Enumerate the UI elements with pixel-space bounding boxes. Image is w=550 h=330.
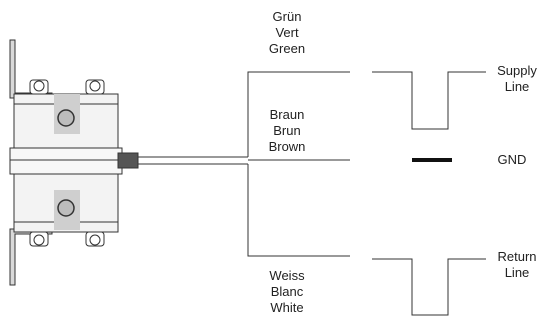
brown-label-en: Brown <box>268 139 306 154</box>
green-wire-label: Grün Vert Green <box>264 9 310 57</box>
upper-bracket <box>9 39 53 99</box>
green-wire <box>247 71 350 157</box>
cable <box>138 156 248 165</box>
white-label-en: White <box>270 300 304 315</box>
supply-label-line2: Line <box>504 79 530 94</box>
green-label-fr: Vert <box>275 25 299 40</box>
white-label-fr: Blanc <box>270 284 304 299</box>
lower-bracket <box>9 228 53 286</box>
supply-label-line1: Supply <box>497 63 537 78</box>
return-label-line2: Line <box>504 265 530 280</box>
supply-line-signal <box>372 71 486 130</box>
cable-gland <box>117 152 139 169</box>
gnd-label: GND <box>492 152 532 168</box>
brown-label-de: Braun <box>269 107 305 122</box>
green-label-en: Green <box>268 41 306 56</box>
brown-wire-label: Braun Brun Brown <box>262 107 312 155</box>
lower-screw <box>57 199 75 217</box>
return-line-signal <box>372 258 486 316</box>
white-wire-label: Weiss Blanc White <box>263 268 311 316</box>
white-label-de: Weiss <box>269 268 305 283</box>
supply-line-label: Supply Line <box>492 63 542 95</box>
brown-label-fr: Brun <box>273 123 301 138</box>
upper-screw <box>57 109 75 127</box>
green-label-de: Grün <box>272 9 302 24</box>
gnd-label-text: GND <box>497 152 527 167</box>
white-wire <box>247 164 350 257</box>
return-label-line1: Return <box>497 249 537 264</box>
return-line-label: Return Line <box>492 249 542 281</box>
middle-strip <box>9 147 123 175</box>
device <box>9 39 139 286</box>
